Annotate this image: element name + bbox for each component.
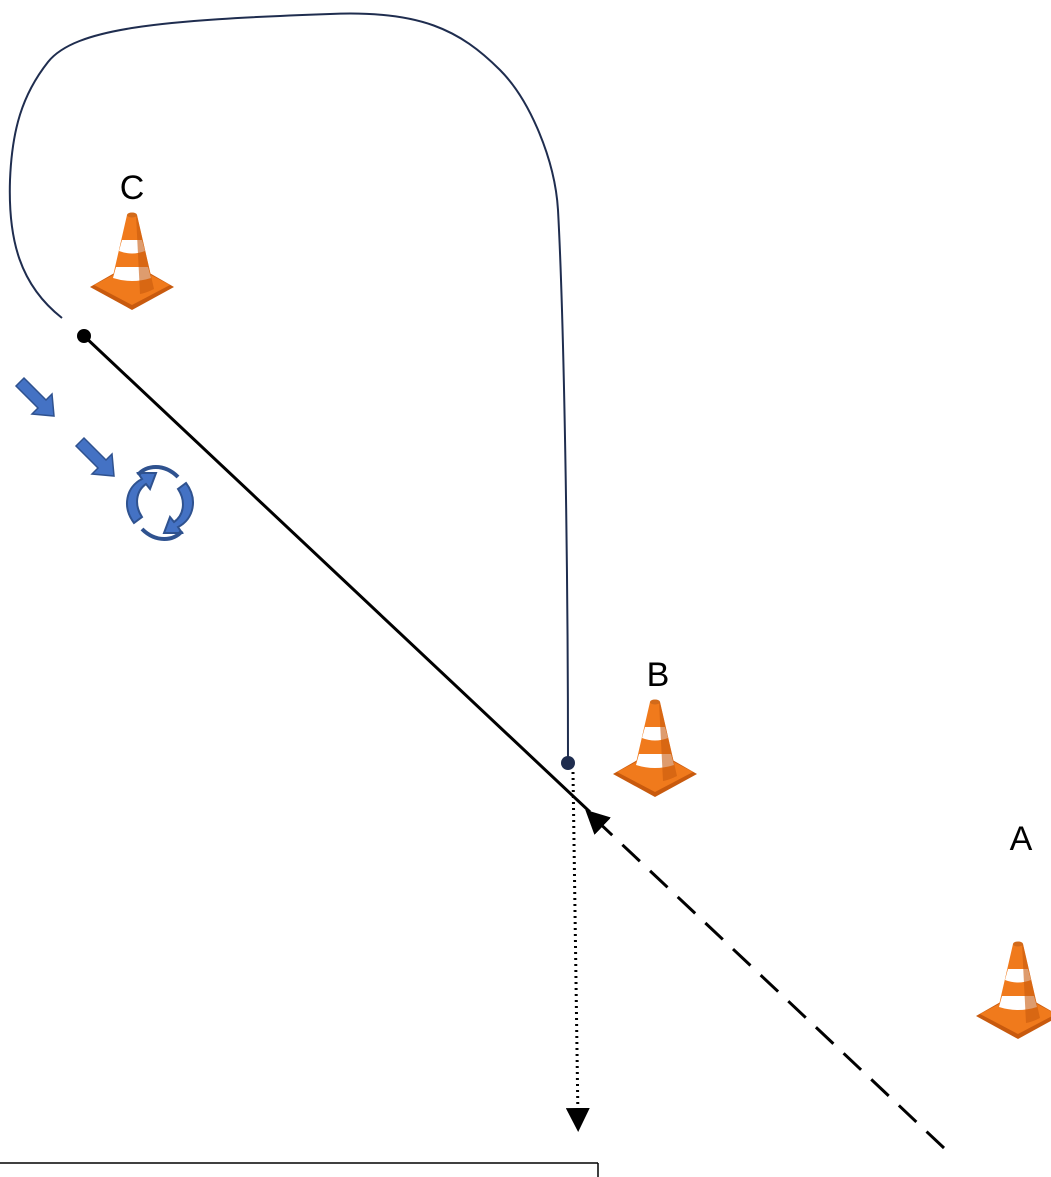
cone-b: B: [613, 656, 697, 797]
rotate-arrows-icon: [126, 465, 194, 541]
traffic-cone-icon: [90, 212, 174, 310]
loop-end-dot: [561, 756, 575, 770]
cone-a: A: [976, 820, 1051, 1039]
cone-c-label: C: [120, 169, 145, 207]
down-right-arrow-icon: [75, 437, 115, 477]
loop-path: [8, 12, 569, 763]
dotted-down-line: [565, 771, 590, 1132]
cone-b-label: B: [647, 656, 670, 694]
traffic-cone-icon: [976, 941, 1051, 1039]
traffic-cone-icon: [613, 699, 697, 797]
line-start-dot: [77, 329, 91, 343]
down-right-arrow-icon: [15, 377, 55, 417]
dashed-approach-line: [585, 809, 946, 1150]
solid-diagonal-line: [82, 334, 592, 814]
cone-c: C: [90, 169, 174, 310]
cone-a-label: A: [1010, 820, 1033, 858]
